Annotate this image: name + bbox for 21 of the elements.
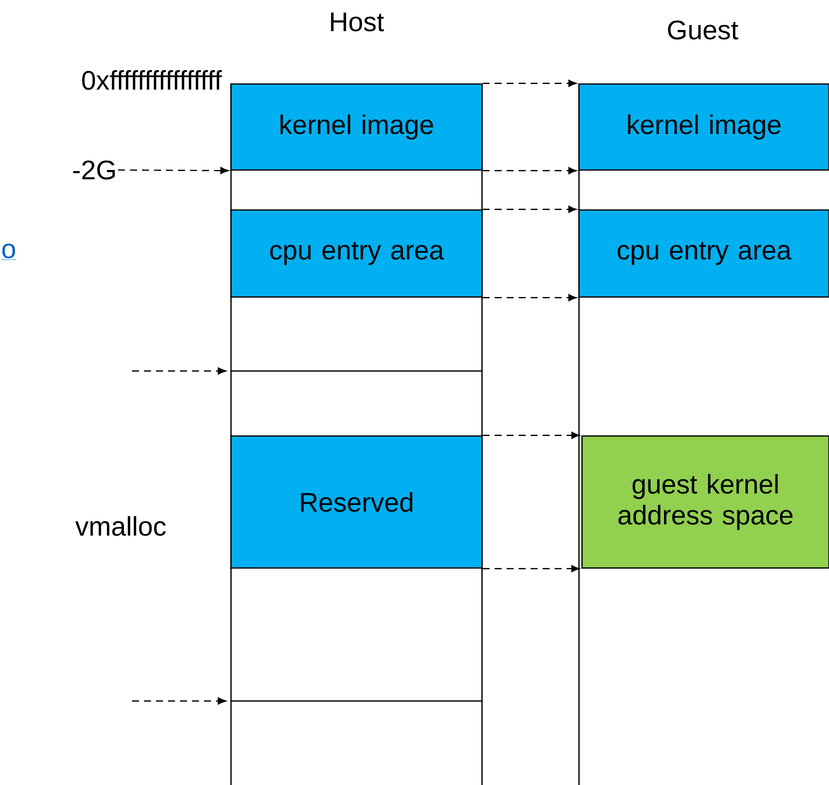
- address-label: -2G: [73, 160, 115, 180]
- region-label: vmalloc: [75, 516, 166, 536]
- memory-region-box: guest kernel address space: [581, 435, 829, 569]
- memory-region-box: kernel image: [230, 83, 483, 171]
- dashed-arrow: [482, 167, 577, 174]
- memory-region-box: cpu entry area: [578, 209, 829, 298]
- address-label: 0xffffffffffffffff: [82, 70, 222, 90]
- memory-region-box: Reserved: [230, 435, 483, 569]
- dashed-arrow: [132, 367, 226, 375]
- column-heading: Host: [331, 12, 384, 32]
- dashed-arrow: [482, 206, 577, 213]
- dashed-arrow: [132, 697, 226, 705]
- dashed-arrow: [482, 565, 580, 572]
- memory-region-box: kernel image: [578, 83, 829, 171]
- column-heading: Guest: [668, 20, 738, 40]
- dashed-arrow: [482, 432, 580, 439]
- memory-region-box: cpu entry area: [230, 209, 483, 298]
- dashed-arrow: [482, 294, 577, 302]
- dashed-arrow: [482, 80, 577, 87]
- link-text: o: [1, 244, 16, 260]
- dashed-arrow: [118, 167, 229, 174]
